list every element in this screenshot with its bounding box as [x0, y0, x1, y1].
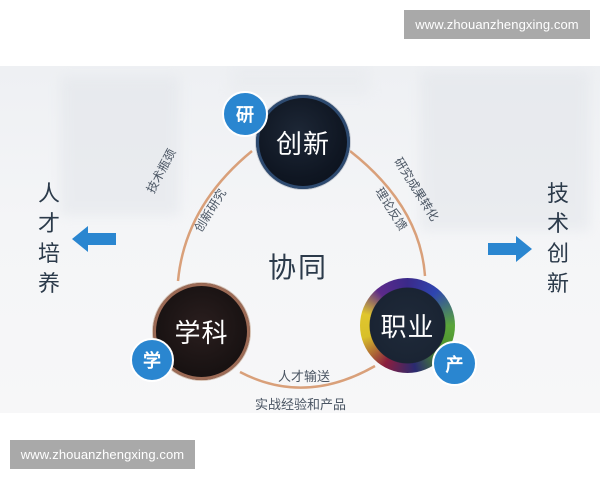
background-photo-shape	[230, 66, 370, 96]
arc-label-experience-products: 实战经验和产品	[255, 398, 347, 413]
arc-top-right	[349, 150, 427, 277]
background-photo-shape	[60, 76, 180, 216]
node-innovation-label: 创新	[275, 129, 330, 160]
synergy-center-label: 协同	[268, 251, 329, 284]
watermark-bottom: www.zhouanzhengxing.com	[10, 440, 195, 469]
synergy-diagram: 人 才 培 养 技 术 创 新 协同 创新 研 学科 学 职业 产 技术瓶颈 创…	[0, 66, 600, 413]
background-photo-shape	[420, 71, 590, 231]
node-discipline-label: 学科	[174, 319, 229, 349]
arc-bottom	[239, 364, 376, 389]
tech-innovation-label: 技 术 创 新	[546, 182, 569, 297]
node-career-label: 职业	[380, 313, 435, 343]
arrow-left-icon	[72, 226, 116, 252]
watermark-top: www.zhouanzhengxing.com	[404, 10, 590, 39]
arc-top-left	[176, 150, 253, 282]
node-career: 职业	[360, 278, 455, 373]
badge-academia: 学	[130, 338, 174, 382]
node-innovation: 创新	[256, 95, 350, 189]
talent-cultivation-label: 人 才 培 养	[37, 182, 60, 297]
connecting-arcs	[176, 150, 427, 389]
arc-label-talent-delivery: 人才输送	[278, 370, 331, 385]
badge-industry: 产	[432, 341, 477, 386]
badge-research: 研	[222, 91, 268, 137]
arrow-right-icon	[488, 236, 532, 262]
